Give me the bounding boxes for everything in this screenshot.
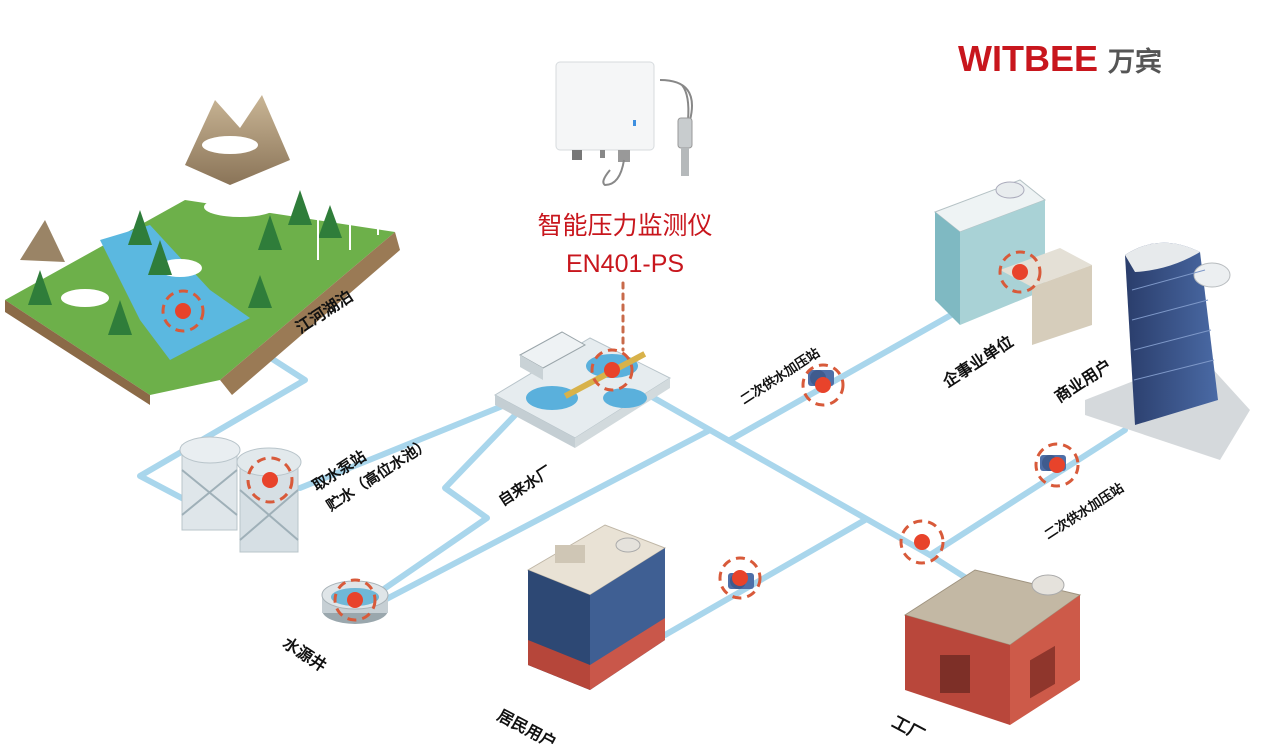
- pipe-to-residential: [662, 517, 868, 638]
- sensor-marker-pump-bottom: [718, 556, 762, 600]
- sensor-marker-river: [161, 289, 205, 333]
- waterworks-icon: [493, 331, 672, 448]
- sensor-marker-pump-right: [1034, 442, 1080, 488]
- pipe-to-enterprise: [727, 307, 963, 443]
- sensor-marker-storage: [246, 456, 294, 504]
- device-model: EN401-PS: [565, 250, 685, 278]
- sensor-marker-well: [333, 578, 377, 622]
- factory-icon: [903, 569, 1082, 725]
- brand-name-en: WITBEE: [958, 38, 1098, 79]
- river-landscape-icon: [5, 95, 401, 405]
- pressure-monitor-device: [555, 61, 693, 187]
- pump-station-icon: [179, 436, 302, 553]
- device-title: 智能压力监测仪: [537, 211, 713, 240]
- sensor-marker-waterworks: [590, 348, 634, 392]
- pipe-well-to-main: [372, 427, 713, 608]
- sensor-marker-enterprise: [998, 250, 1042, 294]
- sensor-markers: [161, 250, 1080, 622]
- pipe-network: [137, 281, 1128, 638]
- witbee-logo: WITBEE 万宾: [958, 38, 1162, 80]
- pipe-to-commercial: [927, 427, 1128, 558]
- pipe-waterworks-main: [637, 387, 988, 593]
- sensor-marker-junction: [899, 519, 945, 565]
- enterprise-building-icon: [934, 179, 1092, 345]
- sensor-marker-pump-top: [801, 363, 845, 407]
- pipe-waterworks-loop: [365, 407, 523, 603]
- pipe-pump-to-waterworks: [297, 402, 508, 491]
- residential-building-icon: [526, 524, 667, 690]
- brand-name-cn: 万宾: [1108, 47, 1162, 78]
- commercial-building-icon: [1085, 242, 1250, 460]
